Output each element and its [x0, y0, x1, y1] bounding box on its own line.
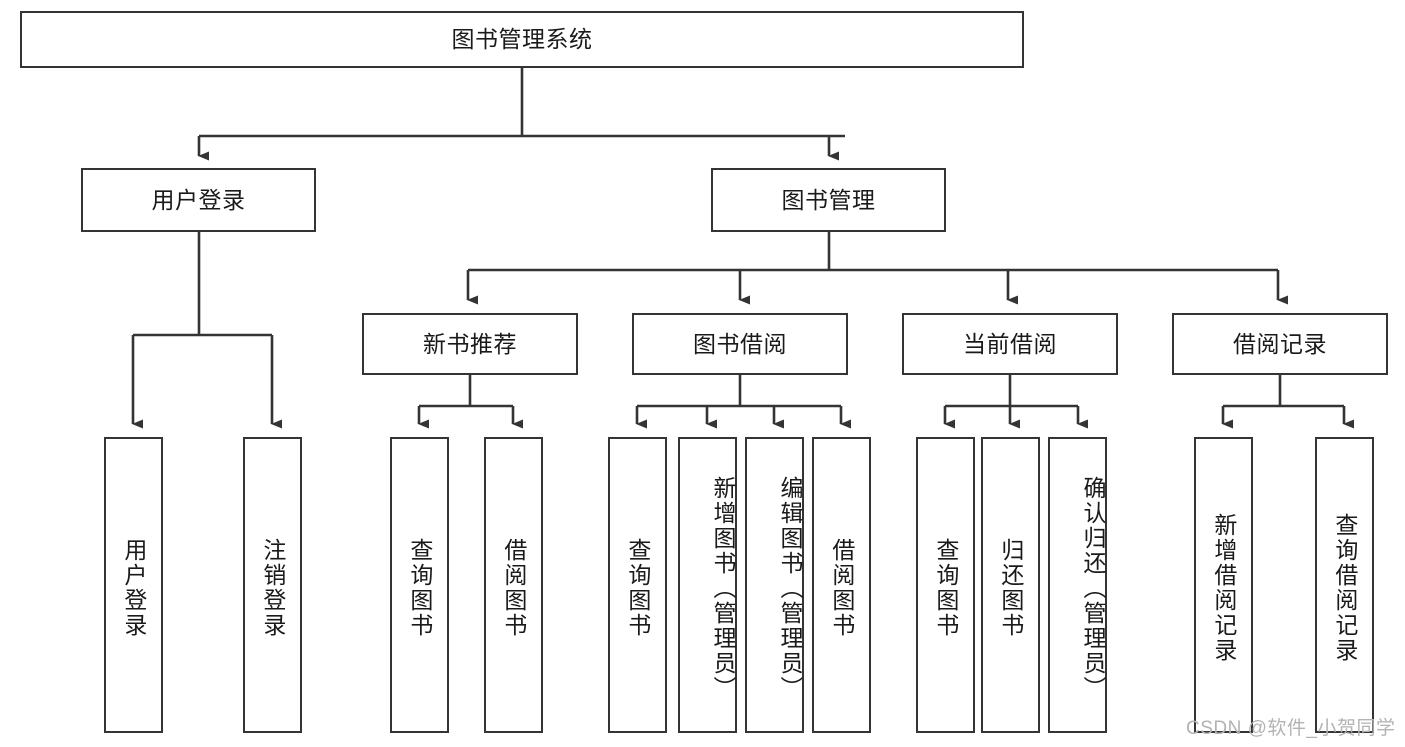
leaf-book-borrow-add[interactable]: 新增图书（管理员）: [678, 437, 737, 733]
watermark-text: CSDN @软件_小贺同学: [1186, 718, 1396, 739]
leaf-current-borrow-confirm-return[interactable]: 确认归还（管理员）: [1048, 437, 1107, 733]
node-current-borrow[interactable]: 当前借阅: [902, 313, 1118, 375]
leaf-user-login-login[interactable]: 用户登录: [104, 437, 163, 733]
node-new-book-recommend[interactable]: 新书推荐: [362, 313, 578, 375]
leaf-current-borrow-query[interactable]: 查询图书: [916, 437, 975, 733]
leaf-borrow-record-add[interactable]: 新增借阅记录: [1194, 437, 1253, 733]
leaf-current-borrow-return[interactable]: 归还图书: [981, 437, 1040, 733]
node-user-login[interactable]: 用户登录: [81, 168, 316, 232]
leaf-borrow-record-query[interactable]: 查询借阅记录: [1315, 437, 1374, 733]
leaf-new-book-query[interactable]: 查询图书: [390, 437, 449, 733]
leaf-book-borrow-borrow[interactable]: 借阅图书: [812, 437, 871, 733]
leaf-new-book-borrow[interactable]: 借阅图书: [484, 437, 543, 733]
leaf-book-borrow-edit[interactable]: 编辑图书（管理员）: [745, 437, 804, 733]
node-root-system[interactable]: 图书管理系统: [20, 11, 1024, 68]
leaf-user-login-logout[interactable]: 注销登录: [243, 437, 302, 733]
node-borrow-record[interactable]: 借阅记录: [1172, 313, 1388, 375]
leaf-book-borrow-query[interactable]: 查询图书: [608, 437, 667, 733]
node-book-management[interactable]: 图书管理: [711, 168, 946, 232]
node-book-borrow[interactable]: 图书借阅: [632, 313, 848, 375]
